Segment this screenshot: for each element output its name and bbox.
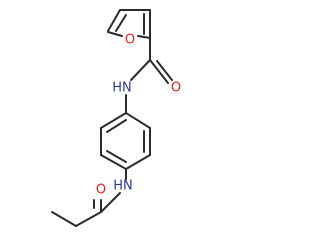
- bond-ring-6-1-double: [106, 119, 127, 133]
- bond-ring-4-5-double: [106, 150, 127, 163]
- bond-carbonyl-n: [130, 59, 151, 81]
- bond-furan-c4-c5-double: [115, 14, 127, 32]
- bond-carbonyl-o-double: [156, 60, 173, 81]
- bond-carbonyl-ch2: [75, 211, 102, 227]
- atom-carbonyl-o-bottom: O: [96, 183, 106, 198]
- bond-ring-1-2: [125, 112, 151, 129]
- bond-ring-4-5: [100, 154, 127, 170]
- bond-ch2-ch3: [51, 211, 77, 227]
- atom-amide-n-top: HN: [112, 81, 132, 96]
- atom-carbonyl-o-top: O: [171, 81, 181, 96]
- bond-ring-6-1: [100, 112, 127, 129]
- molecule-canvas: O O HN HN O: [51, 9, 182, 227]
- structure-diagram: O O HN HN O: [51, 9, 181, 227]
- atom-amide-n-bottom: HN: [113, 179, 133, 194]
- bond-ring-3-4: [125, 154, 151, 170]
- bond-carbonyl-o: [149, 59, 169, 84]
- bond-furan-c4-c5: [107, 9, 121, 32]
- bond-n-carbonyl-bottom: [100, 192, 121, 213]
- bond-furan-c5-o: [107, 31, 123, 37]
- bond-furan-o-c2: [137, 35, 151, 39]
- atom-furan-o: O: [125, 33, 135, 48]
